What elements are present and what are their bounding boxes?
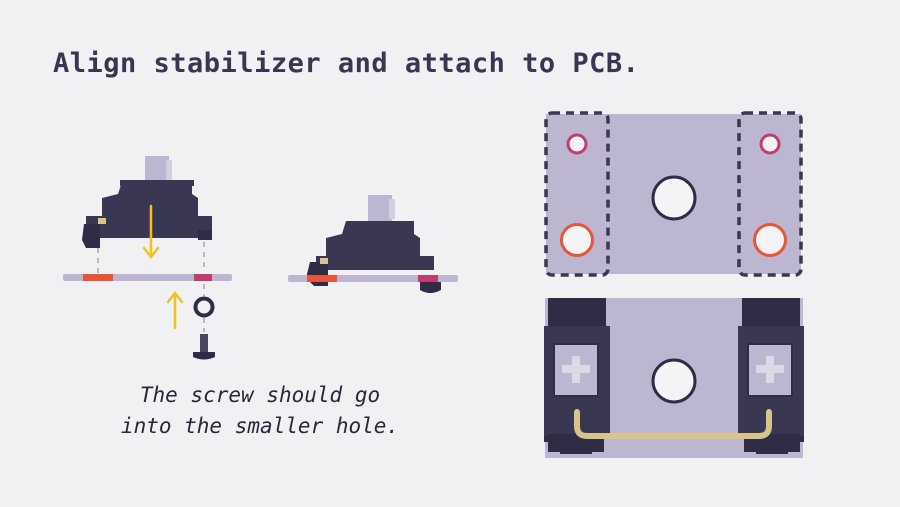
large-hole-mark [307,275,337,282]
pcb-attached-view [544,298,804,458]
caption-line-1: The screw should go [139,383,381,407]
stabilizer-housing [316,221,434,270]
stem-cross-icon [562,356,590,383]
stabilizer-wire [574,409,772,439]
stem-cross-icon [756,356,784,383]
pcb-top-view [544,111,803,277]
wire-clip [82,224,100,248]
up-arrow-icon [166,290,184,330]
right-stabilizer [738,298,804,454]
small-hole-mark [194,274,212,281]
right-stabilizer-outline [737,111,803,277]
stabilizer-housing [86,182,212,238]
stabilizer-stem [368,195,392,223]
switch-hole [651,358,697,404]
caption: The screw should go into the smaller hol… [95,380,425,442]
caption-line-2: into the smaller hole. [120,414,400,438]
small-hole-right [759,133,781,155]
small-hole-left [566,133,588,155]
large-hole-left [560,223,594,257]
screw-icon [193,334,215,360]
wire-clip [306,262,328,286]
small-hole-mark [418,275,438,282]
left-stabilizer-outline [544,111,610,277]
washer-icon [193,296,215,318]
exploded-side-view [63,156,232,360]
switch-hole [651,175,697,221]
large-hole-mark [83,274,113,281]
page-title: Align stabilizer and attach to PCB. [53,48,640,79]
assembled-side-view [288,195,458,293]
stabilizer-stem [145,156,169,184]
down-arrow-icon [142,204,160,260]
large-hole-right [753,223,787,257]
screw-icon [420,282,441,293]
